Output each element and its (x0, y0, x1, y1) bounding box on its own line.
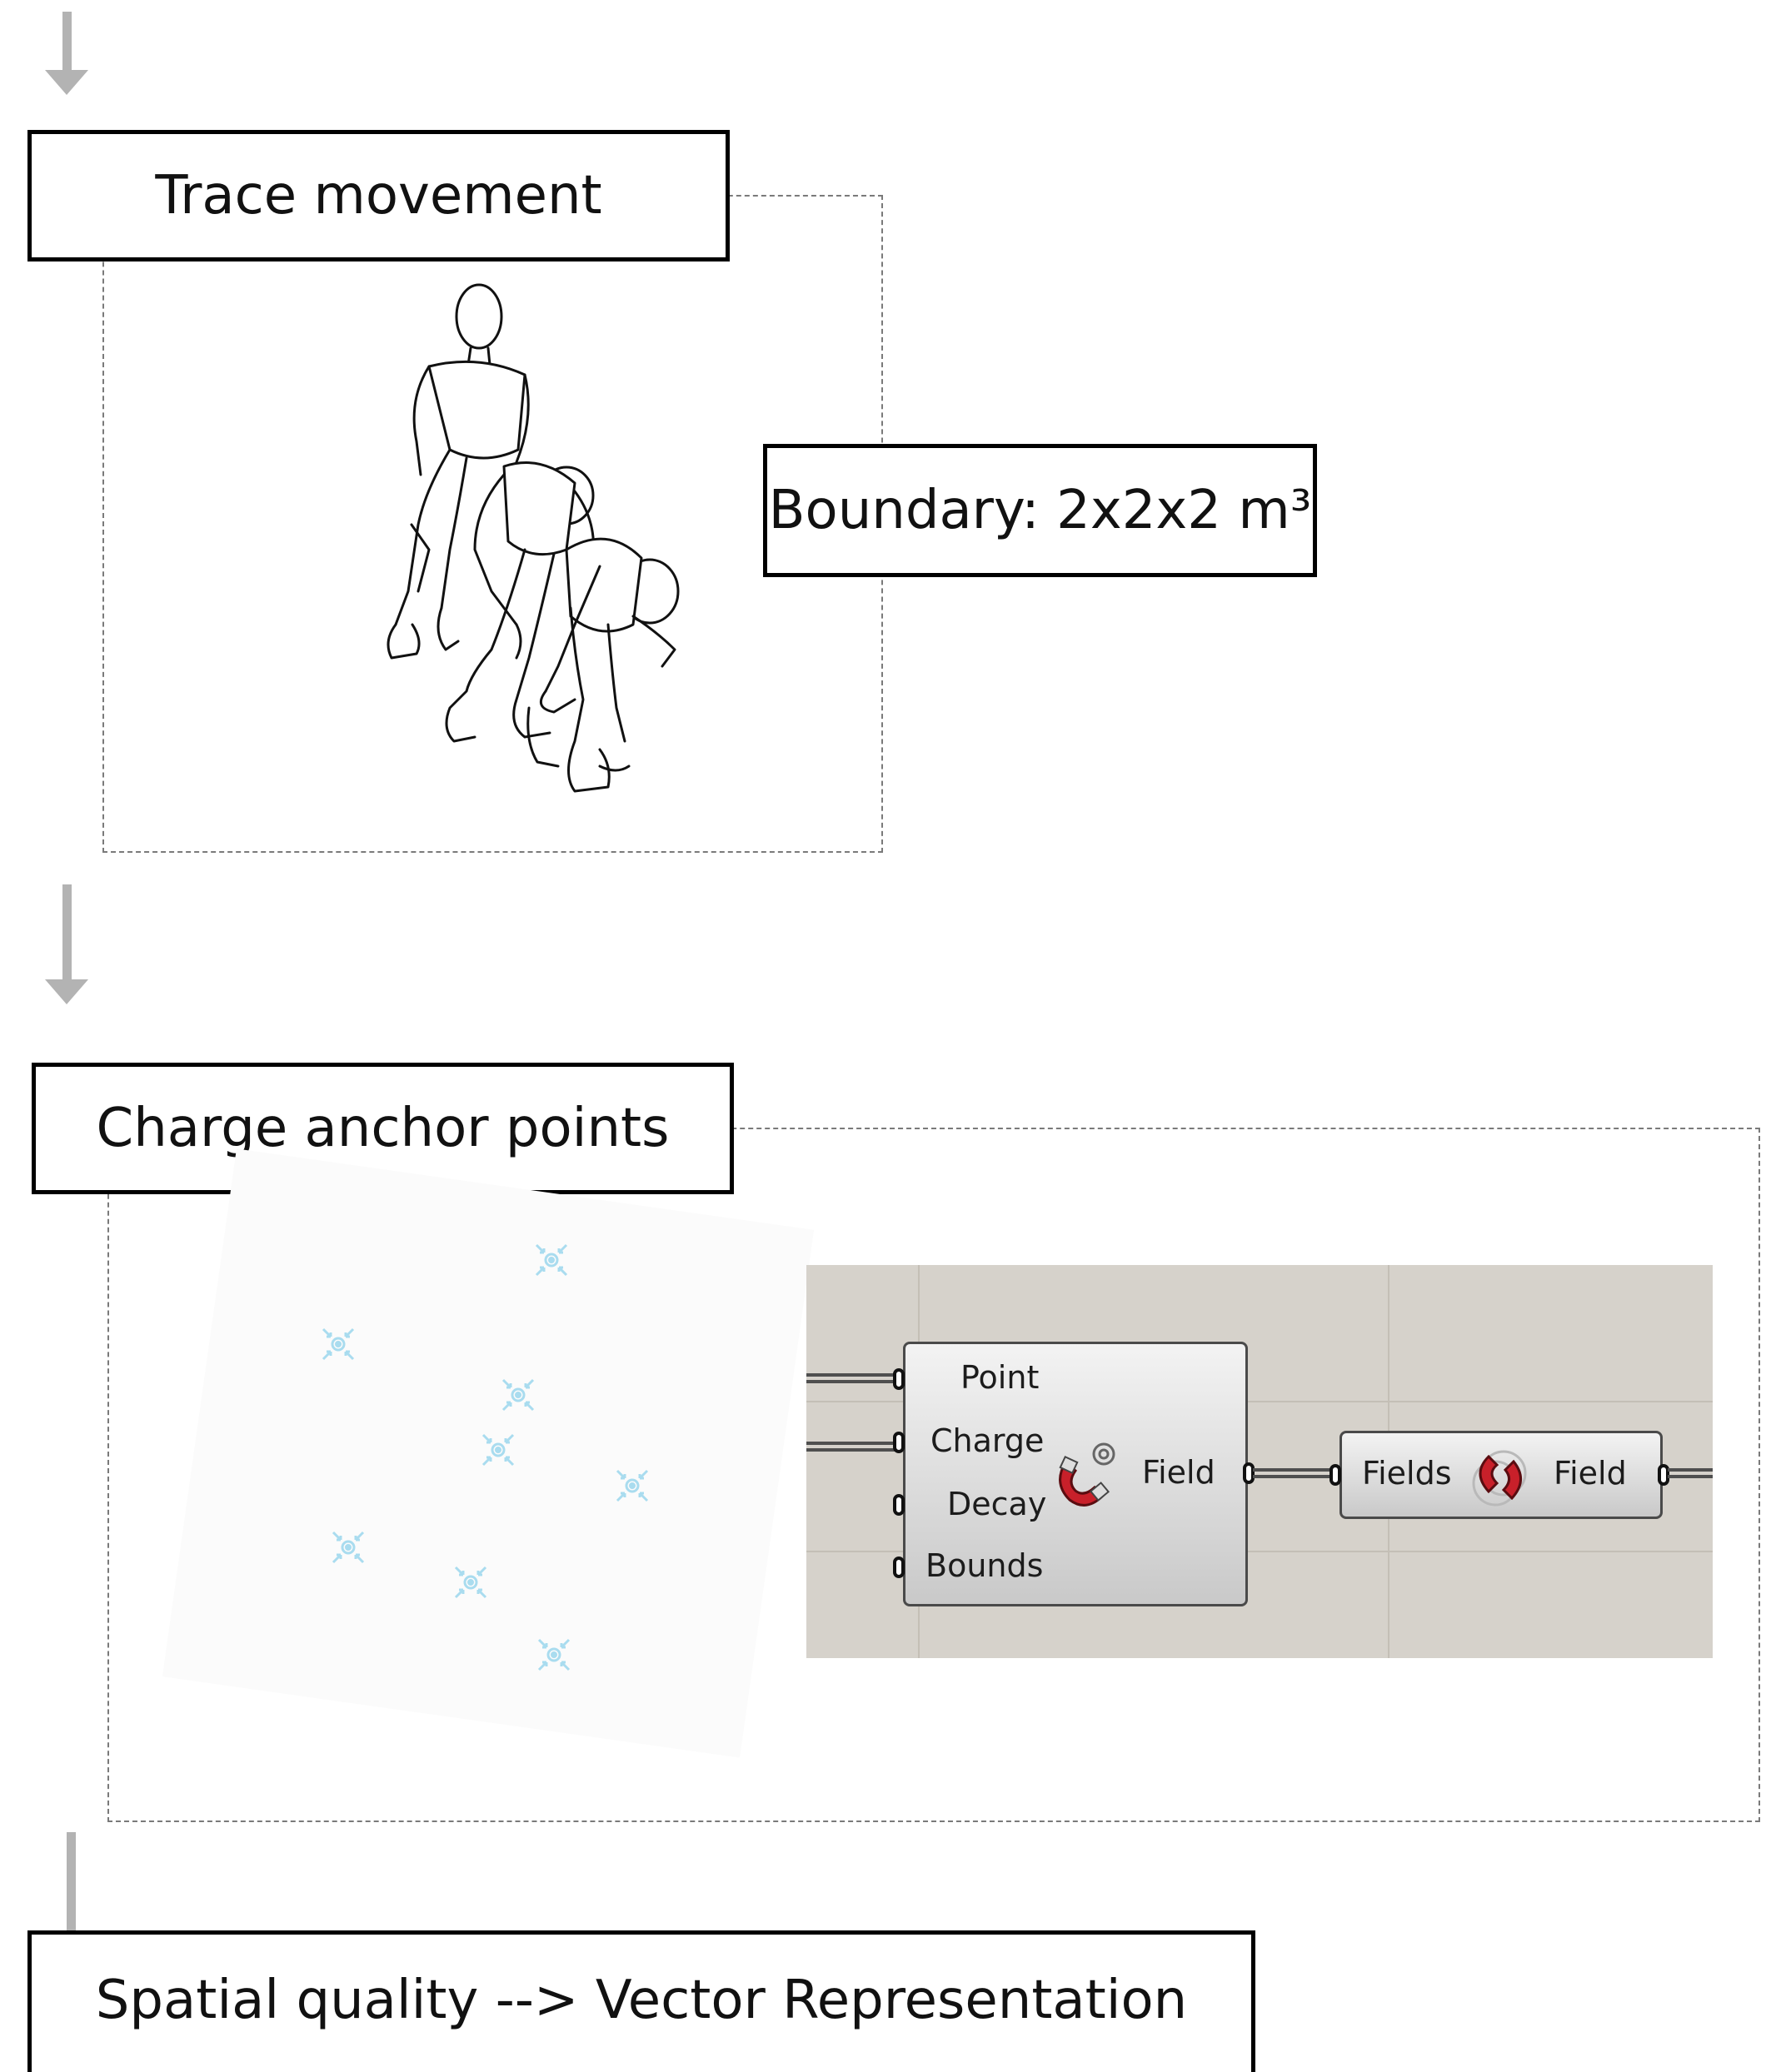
trace-movement-text: Trace movement (155, 165, 602, 227)
anchor-point-icon (537, 1638, 571, 1671)
anchor-point-icon (535, 1243, 568, 1277)
boundary-text: Boundary: 2x2x2 m³ (768, 480, 1312, 541)
port-fields-in[interactable] (1329, 1464, 1341, 1486)
anchor-point-icon (322, 1327, 355, 1361)
input-fields: Fields (1362, 1455, 1452, 1492)
port-point[interactable] (893, 1368, 905, 1390)
anchor-point-icon (454, 1566, 487, 1599)
wire-out (1668, 1468, 1713, 1472)
merge-fields-icon (1472, 1450, 1527, 1507)
flow-arrow-3 (67, 1832, 76, 1936)
anchor-point-icon (332, 1531, 365, 1564)
input-charge: Charge (930, 1422, 1045, 1459)
wire-field-connection (1253, 1468, 1336, 1472)
boundary-label: Boundary: 2x2x2 m³ (763, 444, 1317, 577)
anchor-point-icon (501, 1378, 535, 1412)
port-bounds[interactable] (893, 1556, 905, 1578)
input-point: Point (960, 1359, 1040, 1396)
wire-field-connection-2 (1253, 1475, 1336, 1478)
trace-movement-label: Trace movement (27, 130, 730, 261)
magnet-icon (1059, 1442, 1115, 1507)
mannequin-figures-illustration (387, 283, 680, 793)
charge-anchor-points-text: Charge anchor points (96, 1098, 670, 1159)
merge-fields-component[interactable]: Fields Field (1339, 1431, 1663, 1519)
flow-arrow-2 (62, 884, 72, 991)
wire-point-in-2 (806, 1380, 896, 1383)
port-decay[interactable] (893, 1494, 905, 1516)
anchor-point-icon (616, 1469, 649, 1502)
output-field: Field (1142, 1454, 1215, 1491)
anchor-point-icon (481, 1433, 515, 1467)
input-bounds: Bounds (925, 1547, 1044, 1584)
point-charge-component[interactable]: Point Charge Decay Bounds Field (903, 1342, 1248, 1606)
merge-output-field: Field (1554, 1455, 1627, 1492)
canvas-grid-line (806, 1551, 1713, 1552)
grasshopper-canvas: Point Charge Decay Bounds Field Fields F… (806, 1265, 1713, 1658)
wire-charge-in (806, 1442, 896, 1445)
canvas-grid-line (806, 1401, 1713, 1402)
input-decay: Decay (947, 1486, 1047, 1522)
wire-point-in (806, 1373, 896, 1377)
port-field-out[interactable] (1243, 1462, 1255, 1484)
arrow-head-2 (45, 979, 88, 1004)
port-charge[interactable] (893, 1432, 905, 1453)
wire-charge-in-2 (806, 1448, 896, 1452)
flow-arrow-1 (62, 12, 72, 82)
spatial-quality-text: Spatial quality --> Vector Representatio… (95, 1969, 1188, 2031)
arrow-head-1 (45, 70, 88, 95)
spatial-quality-label: Spatial quality --> Vector Representatio… (27, 1930, 1255, 2072)
charge-frame (107, 1128, 1760, 1822)
wire-out-2 (1668, 1475, 1713, 1478)
